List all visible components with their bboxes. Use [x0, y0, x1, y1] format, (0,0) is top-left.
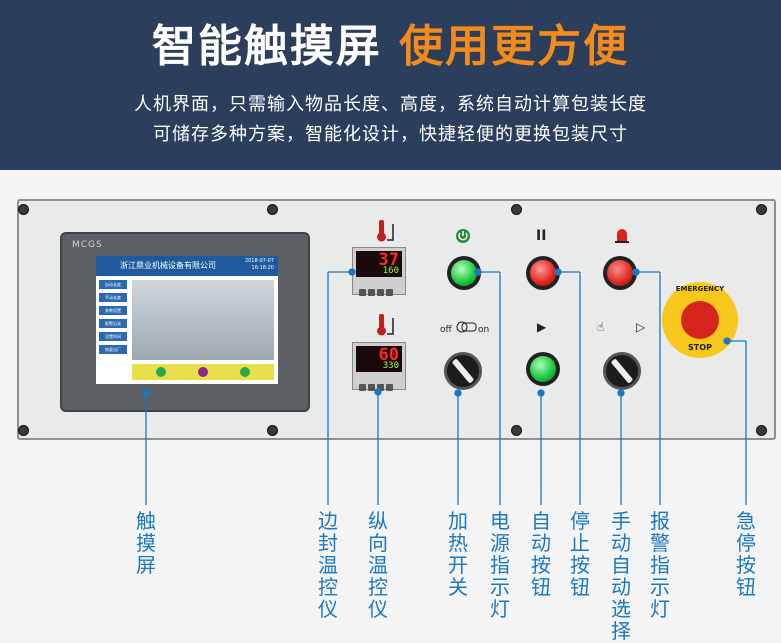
status-dot-icon [240, 367, 250, 377]
screw-icon [511, 204, 522, 215]
screw-icon [18, 204, 29, 215]
label-heater-switch: 加热开关 [448, 509, 468, 599]
label-touchscreen: 触摸屏 [136, 509, 156, 577]
label-stop-button: 停止按钮 [570, 509, 590, 599]
tc-keypad [359, 281, 395, 300]
header-banner: 智能触摸屏 使用更方便 人机界面，只需输入物品长度、高度，系统自动计算包装长度 … [0, 0, 781, 170]
switch-off-label: off [440, 325, 452, 335]
heater-switch-knob[interactable] [444, 352, 482, 390]
power-indicator-lamp [447, 256, 481, 290]
play-icon: ▶ [537, 320, 547, 334]
tc-display: 37 160 [356, 250, 402, 277]
hmi-menu: 自动长度 手动长度 参数设置 报警记录 设置时间 恢复出厂 [99, 280, 127, 358]
manual-auto-selector-knob[interactable] [603, 352, 641, 390]
pause-icon: II [536, 228, 547, 244]
label-emergency-stop: 急停按钮 [736, 509, 756, 599]
label-auto-button: 自动按钮 [531, 509, 551, 599]
heater-switch-icon [456, 321, 477, 333]
description-line-1: 人机界面，只需输入物品长度、高度，系统自动计算包装长度 [134, 94, 647, 115]
label-manual-auto-select: 手动自动选择 [611, 509, 631, 643]
alarm-indicator-lamp [603, 256, 637, 290]
label-longitudinal-temp-controller: 纵向温控仪 [368, 509, 388, 621]
hmi-menu-button[interactable]: 手动长度 [99, 293, 127, 302]
stop-button[interactable] [526, 256, 560, 290]
estop-label-bottom: STOP [688, 343, 712, 352]
power-icon [456, 229, 470, 243]
tc-keypad [359, 376, 395, 395]
switch-on-label: on [478, 325, 490, 335]
hand-icon: ☝ [597, 320, 605, 334]
hmi-company-name: 浙江鼎业机械设备有限公司 [120, 261, 216, 270]
title-orange: 使用更方便 [399, 21, 630, 72]
page-title: 智能触摸屏 使用更方便 [0, 10, 781, 74]
label-alarm-indicator: 报警指示灯 [650, 509, 670, 621]
screw-icon [511, 425, 522, 436]
alarm-light-icon [615, 229, 629, 243]
screw-icon [267, 425, 278, 436]
hmi-menu-button[interactable]: 设置时间 [99, 332, 127, 341]
emergency-stop-button[interactable] [681, 301, 719, 339]
hmi-menu-button[interactable]: 参数设置 [99, 306, 127, 315]
longitudinal-temp-controller[interactable]: 60 330 [352, 342, 406, 391]
hmi-brand: MCGS [72, 240, 103, 250]
screw-icon [18, 425, 29, 436]
auto-mode-icon: ▷ [636, 320, 646, 334]
tc-process-value: 60 [378, 345, 399, 365]
tc-process-value: 37 [378, 250, 399, 270]
screw-icon [756, 204, 767, 215]
description-line-2: 可储存多种方案，智能化设计，快捷轻便的更换包装尺寸 [153, 124, 628, 145]
machine-image [132, 280, 274, 360]
thermometer-icon [377, 220, 394, 242]
tc-set-value: 330 [382, 361, 399, 371]
auto-start-button[interactable] [526, 352, 560, 386]
hmi-indicator-bar [132, 364, 274, 380]
hmi-menu-button[interactable]: 自动长度 [99, 280, 127, 289]
tc-display: 60 330 [356, 345, 402, 372]
edge-seal-temp-controller[interactable]: 37 160 [352, 247, 406, 296]
hmi-menu-button[interactable]: 恢复出厂 [99, 345, 127, 354]
label-power-indicator: 电源指示灯 [490, 509, 510, 621]
screw-icon [267, 204, 278, 215]
thermometer-icon [377, 314, 394, 336]
tc-set-value: 160 [382, 266, 399, 276]
label-edge-seal-temp-controller: 边封温控仪 [318, 509, 338, 621]
status-dot-icon [198, 367, 208, 377]
status-dot-icon [156, 367, 166, 377]
estop-label-top: EMERGENCY [675, 285, 725, 293]
hmi-menu-button[interactable]: 报警记录 [99, 319, 127, 328]
title-white: 智能触摸屏 [151, 21, 382, 72]
screw-icon [756, 425, 767, 436]
